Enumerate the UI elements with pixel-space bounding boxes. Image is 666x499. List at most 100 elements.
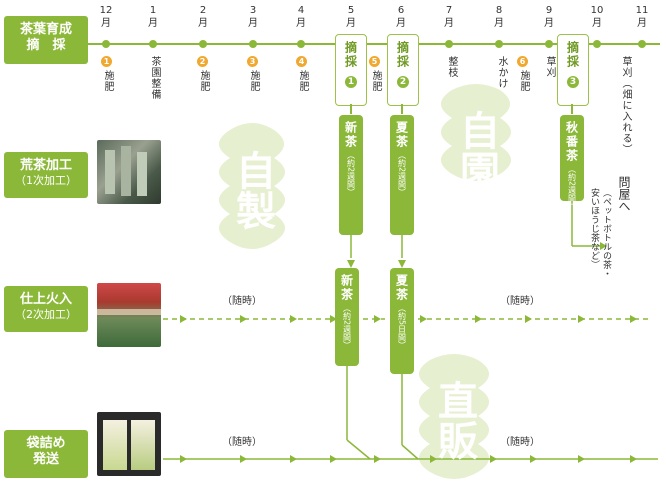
flow-arrow-icon [330, 455, 337, 463]
month-label: 3 月 [248, 5, 258, 29]
flow-arrow-icon [578, 455, 585, 463]
month-label: 11 月 [635, 5, 649, 29]
flow-arrow-icon [630, 455, 637, 463]
row-label-finish: 仕上火入 （2次加工） [4, 286, 88, 332]
task-3-number: 3 [247, 56, 258, 67]
row-label-finish-l1: 仕上火入 [19, 292, 72, 307]
pack-zuiji-left: （随時） [222, 437, 262, 448]
month-marker [593, 40, 601, 48]
crude-akiban: 秋番茶 （約2週間） [560, 115, 584, 210]
flow-arrow-icon [374, 315, 381, 323]
finish-zuiji-left: （随時） [222, 296, 262, 307]
month-label: 2 月 [198, 5, 208, 29]
month-marker [445, 40, 453, 48]
harvest-2-box: 摘採 2 [387, 34, 419, 106]
row-label-crude: 荒茶加工 （1次加工） [4, 152, 88, 198]
crude-natsucha-dur: （約2週間） [397, 151, 407, 197]
harvest-1-label: 摘採 [343, 41, 358, 69]
flow-arrow-icon [530, 455, 537, 463]
month-label: 4 月 [296, 5, 306, 29]
month-label: 10 月 [590, 5, 604, 29]
flow-arrow-icon [240, 455, 247, 463]
task-3-text: 施肥 [248, 70, 259, 92]
flow-arrow-icon [180, 455, 187, 463]
task-nov-text: 草刈（畑に入れる） [620, 56, 631, 155]
row-label-growing-l2: 摘 採 [26, 38, 66, 54]
month-marker [638, 40, 646, 48]
flow-arrow-icon [578, 315, 585, 323]
row-label-crude-l1: 荒茶加工 [19, 158, 72, 173]
photo-packaged-tea [97, 412, 161, 476]
task-2-number: 2 [197, 56, 208, 67]
harvest-3-number: 3 [567, 76, 579, 88]
finish-shincha: 新茶 （約2週間） [335, 268, 359, 366]
pack-zuiji-right: （随時） [500, 437, 540, 448]
finish-shincha-name: 新茶 [339, 274, 354, 302]
flow-arrow-icon [475, 315, 482, 323]
harvest-3-label: 摘採 [565, 41, 580, 69]
row-label-growing-l1: 茶葉育成 [19, 22, 72, 37]
photo-finish-drying [97, 283, 161, 347]
row-label-crude-l2: （1次加工） [15, 174, 77, 188]
flow-arrow-icon [420, 315, 427, 323]
row-label-finish-l2: （2次加工） [15, 308, 77, 322]
arrowheads [347, 242, 607, 268]
crude-natsucha-name: 夏茶 [394, 121, 409, 149]
month-label: 7 月 [444, 5, 454, 29]
watermark-blob-jien [441, 84, 511, 181]
row-label-pack-l2: 発送 [32, 452, 59, 468]
month-marker [249, 40, 257, 48]
month-label: 8 月 [494, 5, 504, 29]
flow-arrow-icon [240, 315, 247, 323]
month-label: 9 月 [544, 5, 554, 29]
tonya-note-2: 安いほうじ茶など） [589, 188, 599, 269]
month-label: 1 月 [148, 5, 158, 29]
task-6-text: 施肥 [518, 70, 529, 92]
task-1-text: 施肥 [102, 70, 113, 92]
harvest-2-label: 摘採 [395, 41, 410, 69]
tonya-note-1: （ペットボトルの茶・ [601, 188, 611, 278]
finish-natsucha: 夏茶 （約5日間） [390, 268, 414, 374]
harvest-1-box: 摘採 1 [335, 34, 367, 106]
finish-natsucha-dur: （約5日間） [397, 304, 407, 350]
finish-natsucha-name: 夏茶 [394, 274, 409, 302]
harvest-3-box: 摘採 3 [557, 34, 589, 106]
harvest-2-number: 2 [397, 76, 409, 88]
flow-arrow-icon [525, 315, 532, 323]
task-4-number: 4 [296, 56, 307, 67]
crude-natsucha: 夏茶 （約2週間） [390, 115, 414, 235]
flow-arrow-icon [330, 315, 337, 323]
crude-akiban-dur: （約2週間） [567, 165, 577, 211]
month-marker [102, 40, 110, 48]
task-4-text: 施肥 [297, 70, 308, 92]
flow-arrow-icon [430, 455, 437, 463]
crude-shincha-name: 新茶 [343, 121, 358, 149]
row-label-pack: 袋詰め 発送 [4, 430, 88, 478]
task-2-text: 施肥 [198, 70, 209, 92]
watermark-shapes [219, 84, 511, 479]
task-jul-text: 整枝 [446, 56, 457, 78]
finish-zuiji-right: （随時） [500, 296, 540, 307]
watermark-blob-chokuhan [419, 354, 489, 479]
task-5-number: 5 [369, 56, 380, 67]
crude-shincha-dur: （約2週間） [346, 151, 356, 197]
month-label: 12 月 [99, 5, 113, 29]
task-sep-text: 草刈 [544, 56, 555, 78]
watermark-text-chokuhan: 直販 [431, 380, 478, 460]
finish-shincha-dur: （約2週間） [342, 304, 352, 350]
flow-arrow-icon [374, 455, 381, 463]
harvest-1-number: 1 [345, 76, 357, 88]
month-marker [545, 40, 553, 48]
task-aug-text: 水かけ [496, 56, 507, 89]
watermark-text-jien: 自園 [453, 110, 500, 190]
watermark-text-jisei: 自製 [229, 150, 276, 230]
watermark-blob-jisei [219, 123, 285, 249]
task-6-number: 6 [517, 56, 528, 67]
month-marker [199, 40, 207, 48]
row-label-growing: 茶葉育成 摘 採 [4, 16, 88, 64]
flow-arrow-icon [490, 455, 497, 463]
flow-arrow-icon [290, 455, 297, 463]
month-marker [495, 40, 503, 48]
tonya-main: 問屋へ [617, 176, 631, 212]
